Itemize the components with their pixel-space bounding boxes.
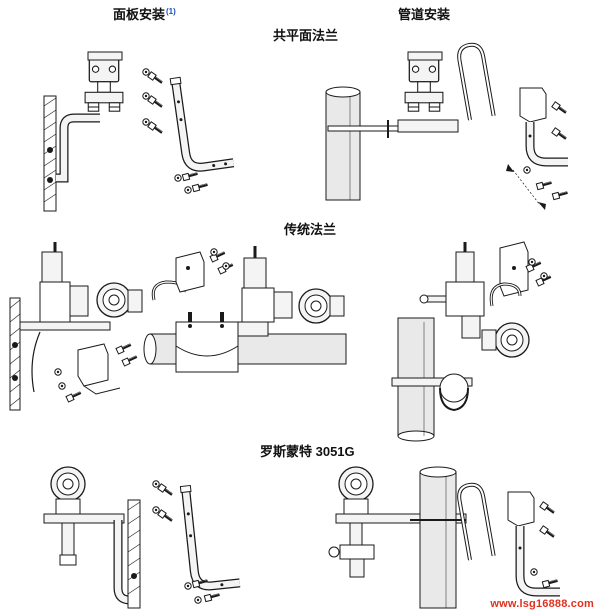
watermark-url: www.lsg16888.com [490,598,594,610]
3051g-pipe-figure [328,466,560,609]
pipe-mount-coplanar-figure [325,40,570,210]
panel-mount-coplanar-figure [43,51,235,212]
heading-panel-mount: 面板安装(1) [113,4,176,23]
heading-coplanar-flange: 共平面法兰 [273,28,339,43]
3051g-panel-figure [43,466,241,609]
traditional-panel-figure [9,242,143,411]
traditional-pipe-vertical-figure [391,241,554,442]
traditional-pipe-horizontal-figure [143,246,347,373]
footnote-marker: (1) [166,6,176,16]
heading-traditional-flange: 传统法兰 [284,222,337,237]
heading-pipe-mount: 管道安装 [398,7,451,22]
heading-panel-mount-text: 面板安装 [113,7,166,22]
heading-rosemount-3051g: 罗斯蒙特 3051G [260,444,355,459]
